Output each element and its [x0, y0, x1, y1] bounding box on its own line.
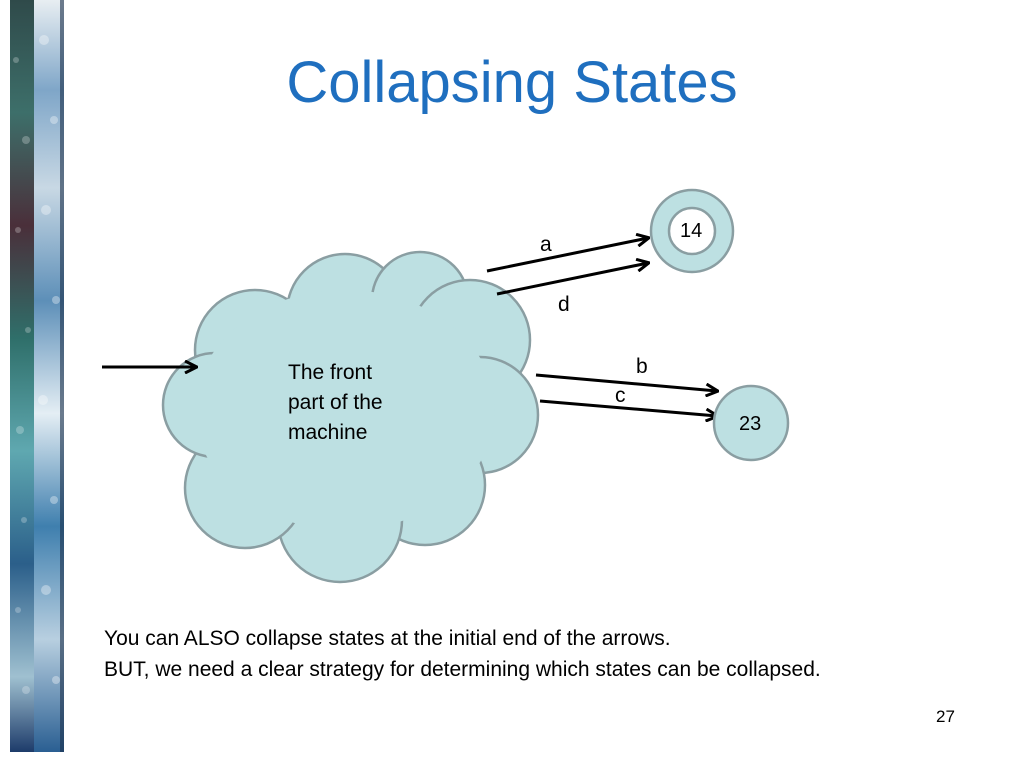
state-23-node — [712, 384, 790, 462]
edge-label-c: c — [615, 384, 626, 407]
cloud-label-line-3: machine — [288, 421, 368, 444]
edge-label-d: d — [558, 293, 570, 316]
state-23-label: 23 — [739, 413, 762, 435]
edge-label-a: a — [540, 233, 552, 256]
cloud-label-line-1: The front — [288, 361, 373, 384]
edge-a-arrow — [486, 238, 648, 273]
state-14-node — [649, 188, 735, 274]
slide-body-text: You can ALSO collapse states at the init… — [104, 623, 821, 685]
state-14-label: 14 — [680, 220, 703, 242]
decorative-side-strip-front — [34, 0, 64, 752]
page-number: 27 — [936, 707, 955, 726]
cloud-label: The front part of the machine — [288, 358, 438, 448]
body-line-2: BUT, we need a clear strategy for determ… — [104, 658, 821, 681]
edge-d-arrow — [496, 263, 648, 296]
edge-c-arrow — [539, 399, 717, 416]
machine-front-cloud — [161, 250, 540, 584]
body-line-1: You can ALSO collapse states at the init… — [104, 627, 671, 650]
edge-label-b: b — [636, 355, 648, 378]
cloud-label-line-2: part of the — [288, 391, 383, 414]
slide-title: Collapsing States — [286, 50, 738, 115]
decorative-side-strip-back — [10, 0, 34, 752]
edge-b-arrow — [535, 373, 717, 391]
